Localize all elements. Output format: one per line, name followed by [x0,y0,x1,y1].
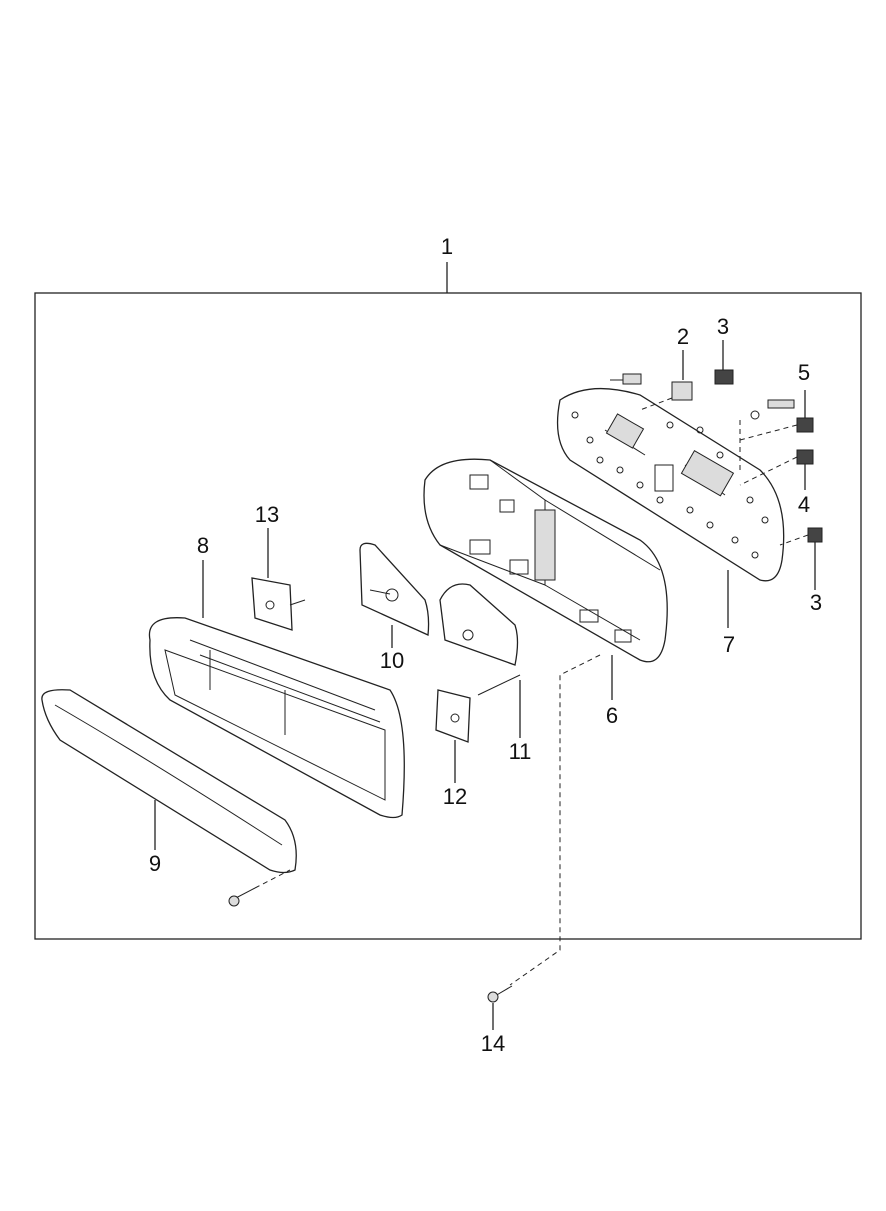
callout-9: 9 [148,851,162,876]
temperature-gauge-part [251,528,306,631]
glass-lens-part [41,689,297,907]
callout-11: 11 [508,739,532,764]
callout-2: 2 [676,324,690,349]
tachometer-dial-part [439,583,521,738]
callout-6: 6 [605,703,619,728]
callout-13: 13 [254,502,280,527]
face-plate-part [148,560,405,819]
callout-14: 14 [480,1031,506,1056]
callout-12: 12 [442,784,468,809]
fuel-gauge-part [435,689,471,783]
callout-4: 4 [797,492,811,517]
callout-7: 7 [722,632,736,657]
callout-10: 10 [379,648,405,673]
callout-1: 1 [440,234,454,259]
callout-8: 8 [196,533,210,558]
housing-case-part [423,458,668,700]
screw-part [487,654,601,1030]
circuit-board-part [556,387,785,628]
callout-3-top: 3 [716,314,730,339]
bulb-sockets [610,340,823,590]
callout-5: 5 [797,360,811,385]
assembly-frame [34,262,862,940]
callout-3-bottom: 3 [809,590,823,615]
speedometer-dial-part [359,542,430,648]
